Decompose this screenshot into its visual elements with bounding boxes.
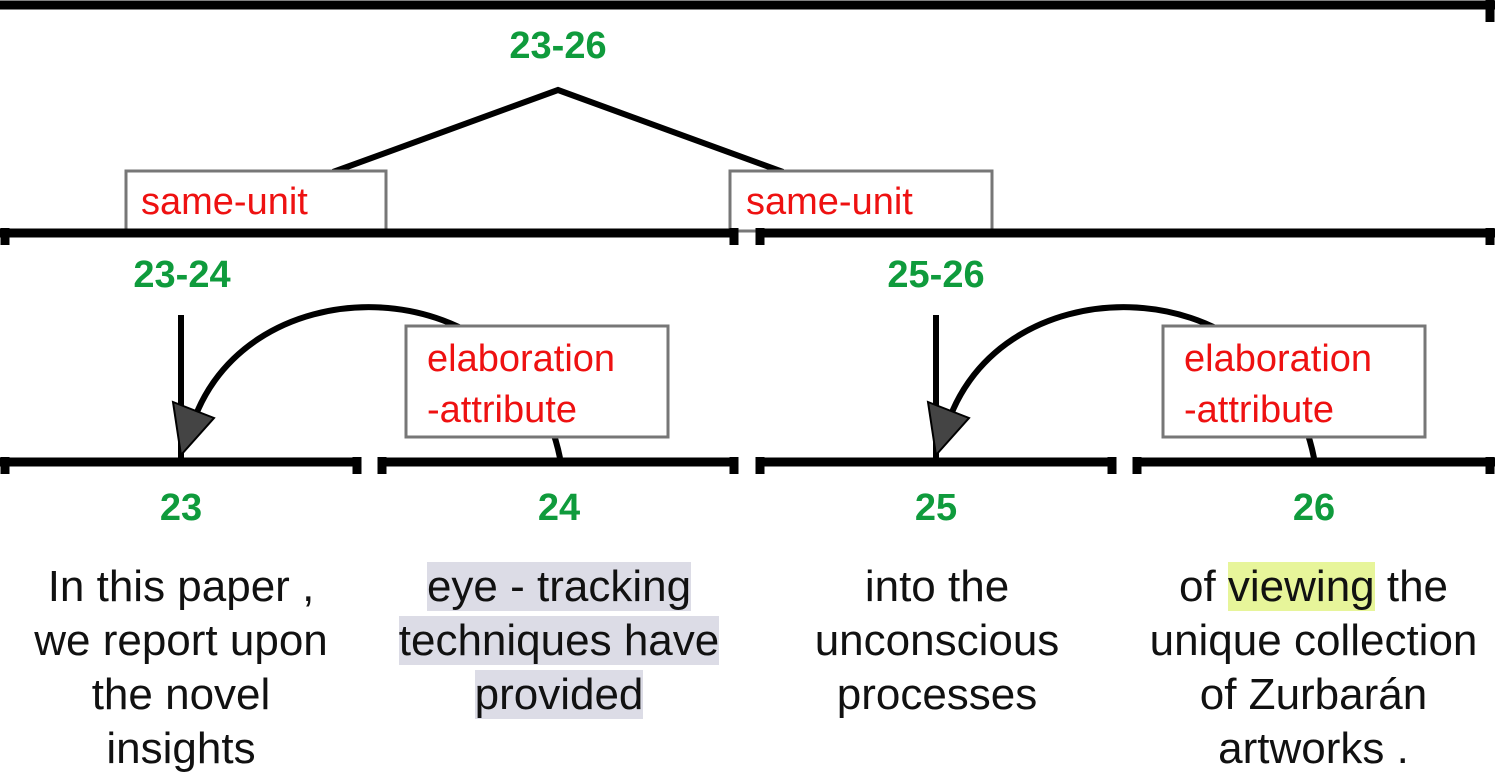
svg-text:elaboration: elaboration: [427, 338, 615, 380]
leaf-label-24: 24: [538, 487, 580, 529]
leaf-text-24: eye - tracking techniques have provided: [378, 560, 740, 722]
leaf-label-25: 25: [915, 487, 957, 529]
svg-text:-attribute: -attribute: [1184, 389, 1334, 431]
svg-text:same-unit: same-unit: [746, 181, 913, 223]
leaf-26-line-4: artworks .: [1218, 724, 1409, 773]
leaf-text-23: In this paper , we report upon the novel…: [0, 560, 362, 776]
right-span-bar: [755, 228, 1495, 245]
leaf-25-line-2: unconscious: [814, 616, 1060, 665]
highlighted-word: viewing: [1227, 562, 1375, 611]
leaf-bar-23: [0, 457, 362, 474]
leaf-label-23: 23: [160, 487, 202, 529]
leaf-bar-25: [755, 457, 1117, 474]
root-span-bar: [0, 0, 1495, 22]
svg-text:elaboration: elaboration: [1184, 338, 1372, 380]
leaf-26-line-2: unique collection: [1149, 616, 1478, 665]
leaf-label-26: 26: [1293, 487, 1335, 529]
root-right-relation: same-unit: [728, 169, 994, 233]
leaf-25-line-3: processes: [836, 670, 1038, 719]
leaf-23-line-1: In this paper ,: [47, 562, 315, 611]
leaf-text-26: of viewing the unique collection of Zurb…: [1132, 560, 1495, 776]
left-arrowhead: [171, 400, 216, 458]
leaf-23-line-2: we report upon: [34, 616, 328, 665]
root-left-relation: same-unit: [124, 169, 388, 233]
leaf-bar-24: [377, 457, 739, 474]
root-edges: [331, 86, 785, 175]
leaf-23-line-4: insights: [106, 724, 256, 773]
leaf-text-25: into the unconscious processes: [756, 560, 1118, 722]
leaf-23-line-3: the novel: [91, 670, 271, 719]
left-relation: elaboration -attribute: [404, 324, 670, 439]
root-span-label: 23-26: [509, 25, 606, 67]
leaf-24-line-3: provided: [474, 670, 644, 719]
leaf-26-line-1: of viewing the: [1178, 562, 1449, 611]
right-arrowhead: [926, 400, 971, 458]
leaf-26-line-3: of Zurbarán: [1199, 670, 1428, 719]
right-span-label: 25-26: [887, 254, 984, 296]
leaf-bar-26: [1132, 457, 1495, 474]
leaf-24-line-2: techniques have: [398, 616, 720, 665]
svg-text:same-unit: same-unit: [141, 181, 308, 223]
svg-text:-attribute: -attribute: [427, 389, 577, 431]
right-relation: elaboration -attribute: [1161, 324, 1427, 439]
leaf-25-line-1: into the: [864, 562, 1010, 611]
left-span-bar: [0, 228, 739, 245]
leaf-24-line-1: eye - tracking: [426, 562, 692, 611]
left-span-label: 23-24: [133, 254, 230, 296]
